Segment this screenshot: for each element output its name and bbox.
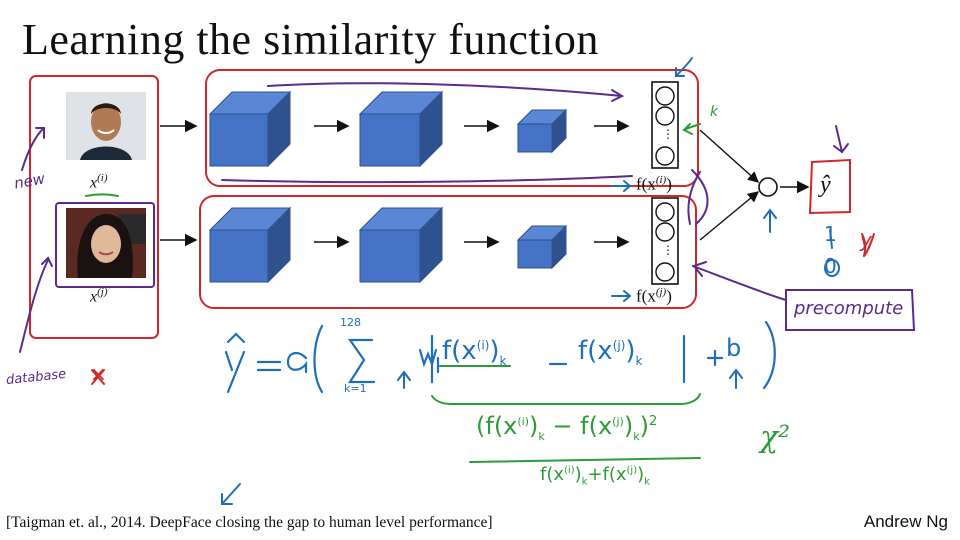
encoding-label-bottom: f(x(j)) [636,286,672,306]
author-name: Andrew Ng [863,512,948,531]
formula-fxj: f(x(j))k [578,336,643,369]
formula-chi-numerator: (f(x(i))k − f(x(j))k)2 [476,412,658,443]
cube-top-3 [516,108,568,154]
cube-bottom-2 [358,206,444,284]
bottom-network-box [199,195,697,309]
cube-top-1 [208,90,292,168]
annotation-k: k [710,104,719,120]
red-annotations [91,233,875,385]
blue-annotations [221,57,840,505]
sum-lower-limit: k=1 [344,382,367,395]
person-photo-database [66,208,146,278]
output-box [808,158,851,215]
green-annotations [85,123,701,463]
encoding-vector-bottom: ⋮ [651,197,679,285]
annotation-x-mark: × [90,362,107,386]
annotation-y: y [860,228,872,252]
svg-text:⋮: ⋮ [662,127,674,141]
output-y-hat: ŷ [820,172,831,198]
formula-fxi: f(x(i))k [442,336,507,369]
encoding-vector-top: ⋮ [651,81,679,169]
annotation-chi-squared: χ² [760,420,791,455]
top-network-box [205,69,699,187]
formula-chi-denominator: f(x(i))k+f(x(j))k [540,464,650,488]
input-label-top: x(i) [90,172,108,192]
cube-top-2 [358,90,444,168]
sum-upper-limit: 128 [340,316,361,329]
annotation-one: 1 [824,222,837,246]
formula-blue [224,320,776,394]
slide-title: Learning the similarity function [22,15,599,64]
encoding-label-top: f(x(i)) [636,174,672,194]
input-label-bottom: x(j) [90,286,108,306]
input-images-box [29,75,159,339]
annotation-precompute: precompute [794,298,904,319]
svg-text:⋮: ⋮ [662,243,674,257]
logistic-unit [758,177,778,197]
cube-bottom-3 [516,224,568,270]
person-photo-new [66,92,146,160]
purple-annotations [19,82,916,353]
cube-bottom-1 [208,206,292,284]
annotation-zero: 0 [824,254,837,278]
formula-b: b [726,334,742,362]
citation: [Taigman et. al., 2014. DeepFace closing… [6,514,493,531]
